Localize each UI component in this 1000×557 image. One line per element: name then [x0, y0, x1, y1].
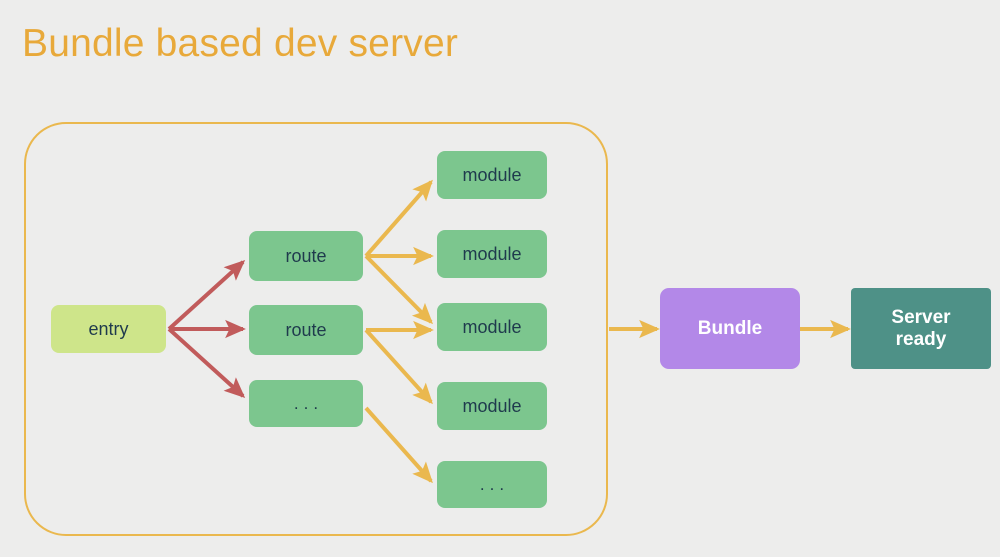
node-module-2-label: module	[462, 243, 522, 264]
node-server-ready[interactable]: Server ready	[851, 288, 991, 369]
node-module-1[interactable]: module	[437, 151, 547, 199]
node-route-more[interactable]: ...	[249, 380, 363, 427]
node-module-2[interactable]: module	[437, 230, 547, 278]
node-bundle[interactable]: Bundle	[660, 288, 800, 369]
node-module-1-label: module	[462, 164, 522, 185]
node-module-3-label: module	[462, 316, 522, 337]
node-bundle-label: Bundle	[697, 317, 763, 339]
node-route-1[interactable]: route	[249, 231, 363, 281]
page-title: Bundle based dev server	[22, 22, 459, 65]
node-route-1-label: route	[285, 245, 327, 266]
node-route-2[interactable]: route	[249, 305, 363, 355]
bundle-graph-container	[24, 122, 608, 536]
node-server-ready-label-line1: Server	[891, 307, 951, 329]
node-module-4-label: module	[462, 395, 522, 416]
node-entry-label: entry	[88, 318, 129, 339]
node-entry[interactable]: entry	[51, 305, 166, 353]
node-module-more[interactable]: ...	[437, 461, 547, 508]
node-module-3[interactable]: module	[437, 303, 547, 351]
node-route-2-label: route	[285, 319, 327, 340]
node-route-more-label: ...	[293, 393, 324, 413]
node-server-ready-label-line2: ready	[895, 328, 947, 350]
node-module-more-label: ...	[479, 474, 510, 494]
node-module-4[interactable]: module	[437, 382, 547, 430]
